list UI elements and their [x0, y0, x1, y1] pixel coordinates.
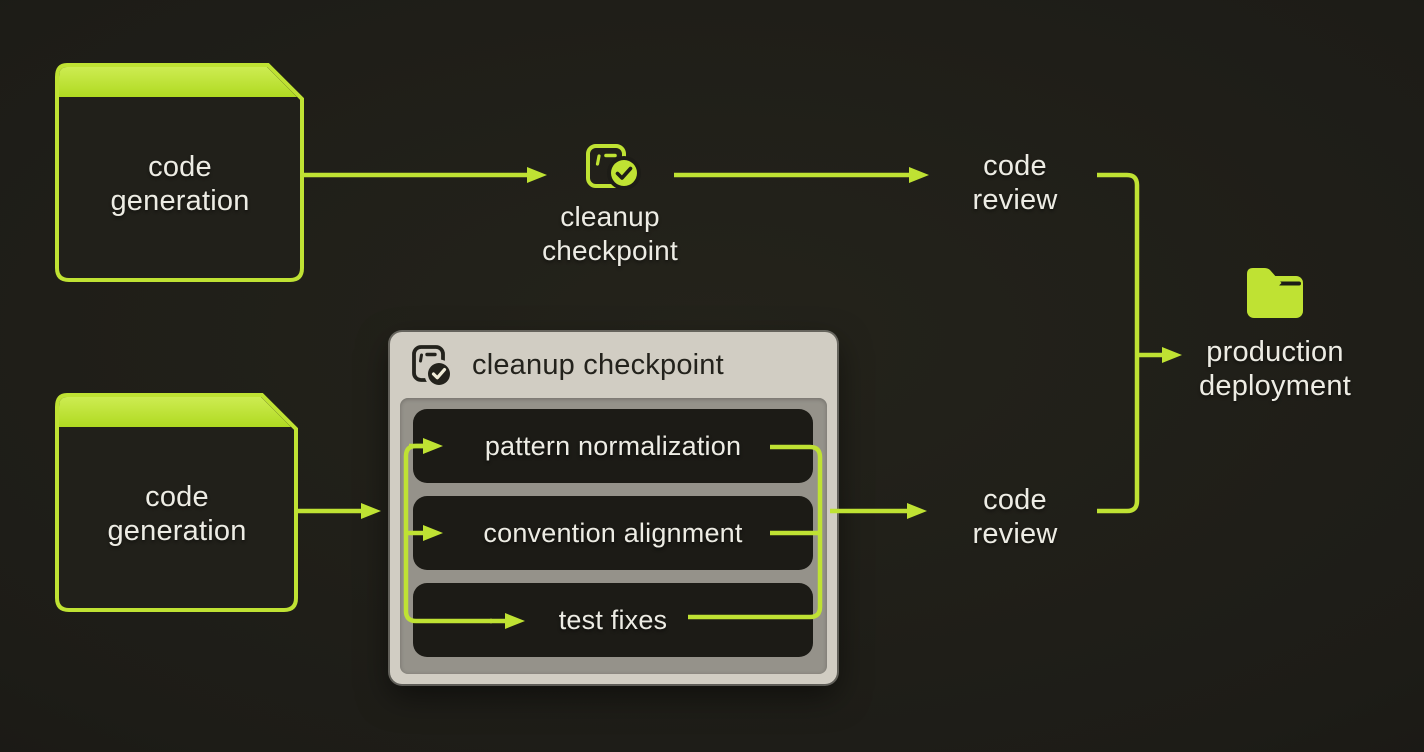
checkpoint-label: cleanup checkpoint — [542, 201, 678, 266]
production-deployment-label: production deployment — [1199, 336, 1351, 402]
checklist-check-icon — [586, 144, 641, 190]
codegen-bottom-label: code generation — [107, 481, 247, 547]
step-pattern-normalization: pattern normalization — [413, 409, 813, 483]
panel-title: cleanup checkpoint — [472, 348, 724, 381]
code-review-bottom-label: code review — [972, 484, 1058, 550]
codegen-top-label: code generation — [110, 151, 250, 217]
code-review-top-label: code review — [972, 150, 1058, 216]
step-convention-alignment: convention alignment — [413, 496, 813, 570]
panel-header: cleanup checkpoint — [390, 332, 837, 398]
panel-steps-area: pattern normalization convention alignme… — [400, 398, 827, 674]
checklist-check-icon — [412, 345, 452, 387]
cleanup-checkpoint-panel: cleanup checkpoint pattern normalization… — [390, 332, 837, 684]
folder-icon — [1247, 268, 1303, 318]
merge-bracket-line — [1097, 172, 1140, 514]
step-test-fixes: test fixes — [413, 583, 813, 657]
